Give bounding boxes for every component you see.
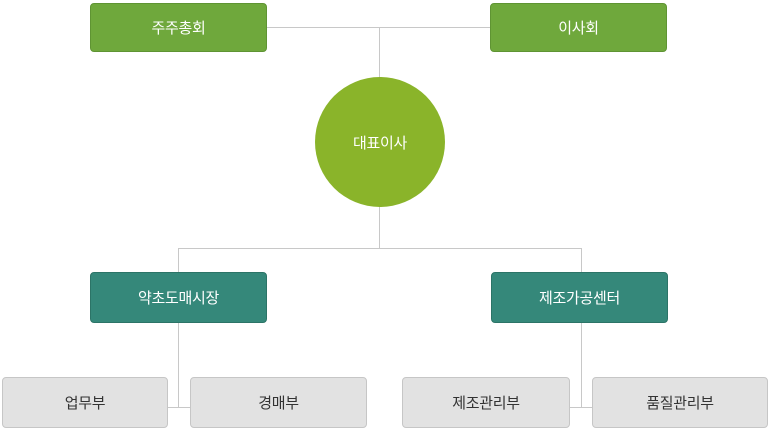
board-of-directors-label: 이사회 (558, 19, 599, 37)
business-dept-box: 업무부 (2, 377, 168, 428)
shareholders-meeting-label: 주주총회 (151, 19, 206, 37)
board-of-directors-box: 이사회 (490, 3, 667, 52)
herb-wholesale-market-box: 약초도매시장 (90, 272, 267, 323)
quality-management-dept-box: 품질관리부 (592, 377, 768, 428)
ceo-label: 대표이사 (352, 133, 407, 152)
business-dept-label: 업무부 (64, 394, 106, 412)
manufacturing-management-dept-label: 제조관리부 (452, 394, 520, 412)
manufacturing-center-box: 제조가공센터 (491, 272, 668, 323)
auction-dept-label: 경매부 (258, 394, 299, 412)
manufacturing-management-dept-box: 제조관리부 (402, 377, 570, 428)
auction-dept-box: 경매부 (190, 377, 367, 428)
herb-wholesale-market-label: 약초도매시장 (137, 289, 219, 307)
ceo-circle: 대표이사 (315, 77, 445, 207)
quality-management-dept-label: 품질관리부 (646, 394, 714, 412)
manufacturing-center-label: 제조가공센터 (538, 289, 620, 307)
shareholders-meeting-box: 주주총회 (90, 3, 267, 52)
